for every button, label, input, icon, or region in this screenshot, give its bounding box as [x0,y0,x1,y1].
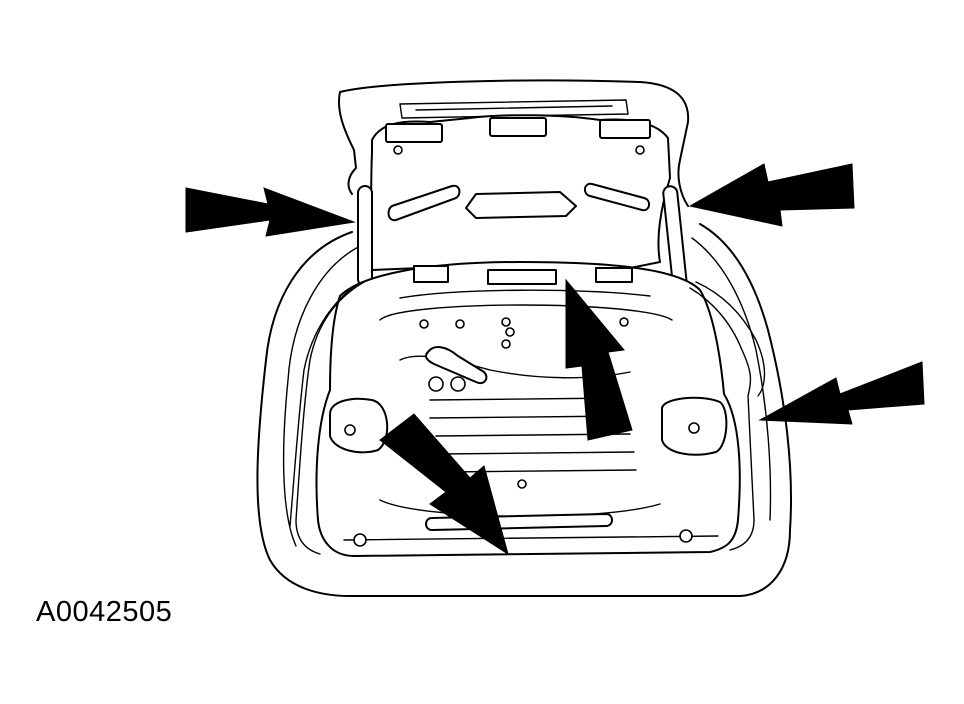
arrow-right-hinge [688,163,855,227]
seat-cushion-outline [256,223,792,597]
seat-pan [315,261,741,557]
arrow-center-up [565,278,633,441]
figure-reference-code: A0042505 [36,596,173,628]
left-hinge-rod [357,185,373,287]
indicator-arrows [185,163,925,556]
arrow-left-hinge [185,187,356,237]
arrow-right-side [758,361,925,425]
arrow-lower-center [379,413,509,556]
wire-harness [289,281,766,555]
seat-back-frame [338,79,690,271]
